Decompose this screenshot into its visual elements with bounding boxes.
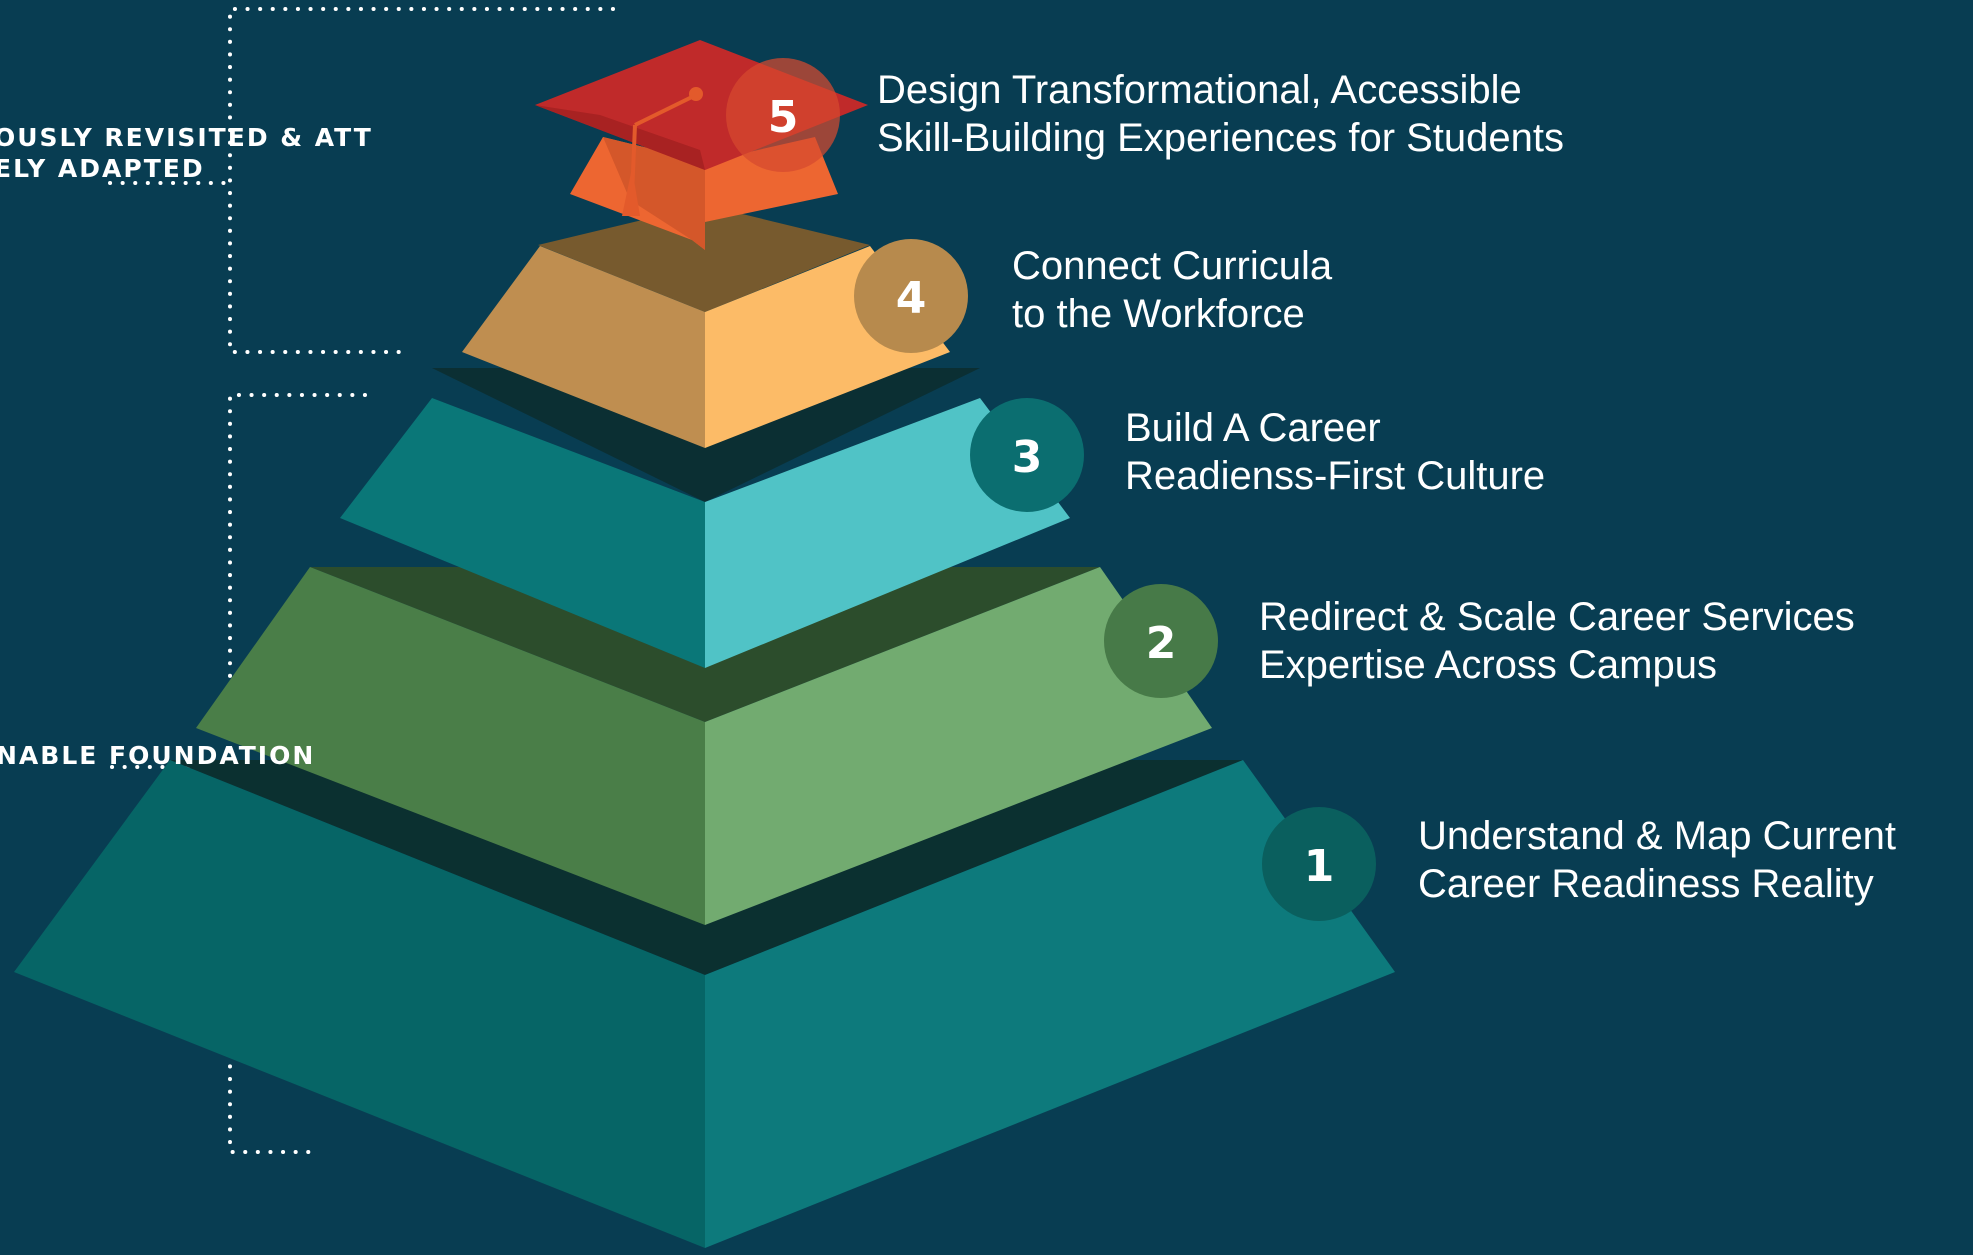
badge-5: 5 <box>726 58 840 172</box>
cap-board-shadow <box>535 105 705 170</box>
cap-base-shadow <box>603 137 705 250</box>
side-label-upper-line-2: ELY ADAPTED <box>0 154 205 183</box>
step-2-description: Redirect & Scale Career Services Experti… <box>1259 593 1855 689</box>
cap-button <box>689 87 703 101</box>
step-5-line-2: Skill-Building Experiences for Students <box>877 116 1565 160</box>
side-label-lower: NABLE FOUNDATION <box>0 740 315 771</box>
cap-tassel <box>622 168 640 216</box>
badge-3: 3 <box>970 398 1084 512</box>
badge-5-circle <box>726 58 840 172</box>
step-3-line-2: Readienss-First Culture <box>1125 454 1546 498</box>
badge-4: 4 <box>854 239 968 353</box>
badge-2: 2 <box>1104 584 1218 698</box>
step-5-description: Design Transformational, Accessible Skil… <box>877 66 1564 162</box>
step-4-description: Connect Curricula to the Workforce <box>1012 242 1332 338</box>
badge-1: 1 <box>1262 807 1376 921</box>
step-5-line-1: Design Transformational, Accessible <box>877 68 1522 112</box>
tier-4-top-face <box>538 205 870 312</box>
step-1-line-2: Career Readiness Reality <box>1418 862 1874 906</box>
bracket-upper <box>108 7 615 354</box>
badge-3-number: 3 <box>1012 432 1043 483</box>
step-3-line-1: Build A Career <box>1125 406 1381 450</box>
step-2-line-2: Expertise Across Campus <box>1259 643 1717 687</box>
badge-2-number: 2 <box>1146 618 1177 669</box>
step-2-line-1: Redirect & Scale Career Services <box>1259 595 1855 639</box>
tier-1-left-face <box>14 760 705 1248</box>
badge-3-circle <box>970 398 1084 512</box>
cap-tassel-cord <box>634 93 697 127</box>
tier-2-right-face <box>705 567 1212 925</box>
badge-4-circle <box>854 239 968 353</box>
badge-4-number: 4 <box>896 273 927 324</box>
badge-1-number: 1 <box>1304 841 1335 892</box>
tier-4-left-face <box>462 246 705 448</box>
badge-2-circle <box>1104 584 1218 698</box>
badge-5-number: 5 <box>768 92 799 143</box>
step-4-line-2: to the Workforce <box>1012 292 1305 336</box>
step-1-description: Understand & Map Current Career Readines… <box>1418 812 1896 908</box>
step-4-line-1: Connect Curricula <box>1012 244 1333 288</box>
tier-1-right-face <box>705 760 1395 1248</box>
tier-3-left-face <box>340 398 705 668</box>
badge-1-circle <box>1262 807 1376 921</box>
bracket-upper-line <box>228 7 615 354</box>
tier-2-left-face <box>196 567 705 925</box>
side-label-upper-line-1: OUSLY REVISITED & ATT <box>0 123 373 152</box>
side-label-upper: OUSLY REVISITED & ATT ELY ADAPTED <box>0 122 373 184</box>
step-3-description: Build A Career Readienss-First Culture <box>1125 404 1545 500</box>
step-1-line-1: Understand & Map Current <box>1418 814 1897 858</box>
side-label-lower-line-1: NABLE FOUNDATION <box>0 741 316 770</box>
